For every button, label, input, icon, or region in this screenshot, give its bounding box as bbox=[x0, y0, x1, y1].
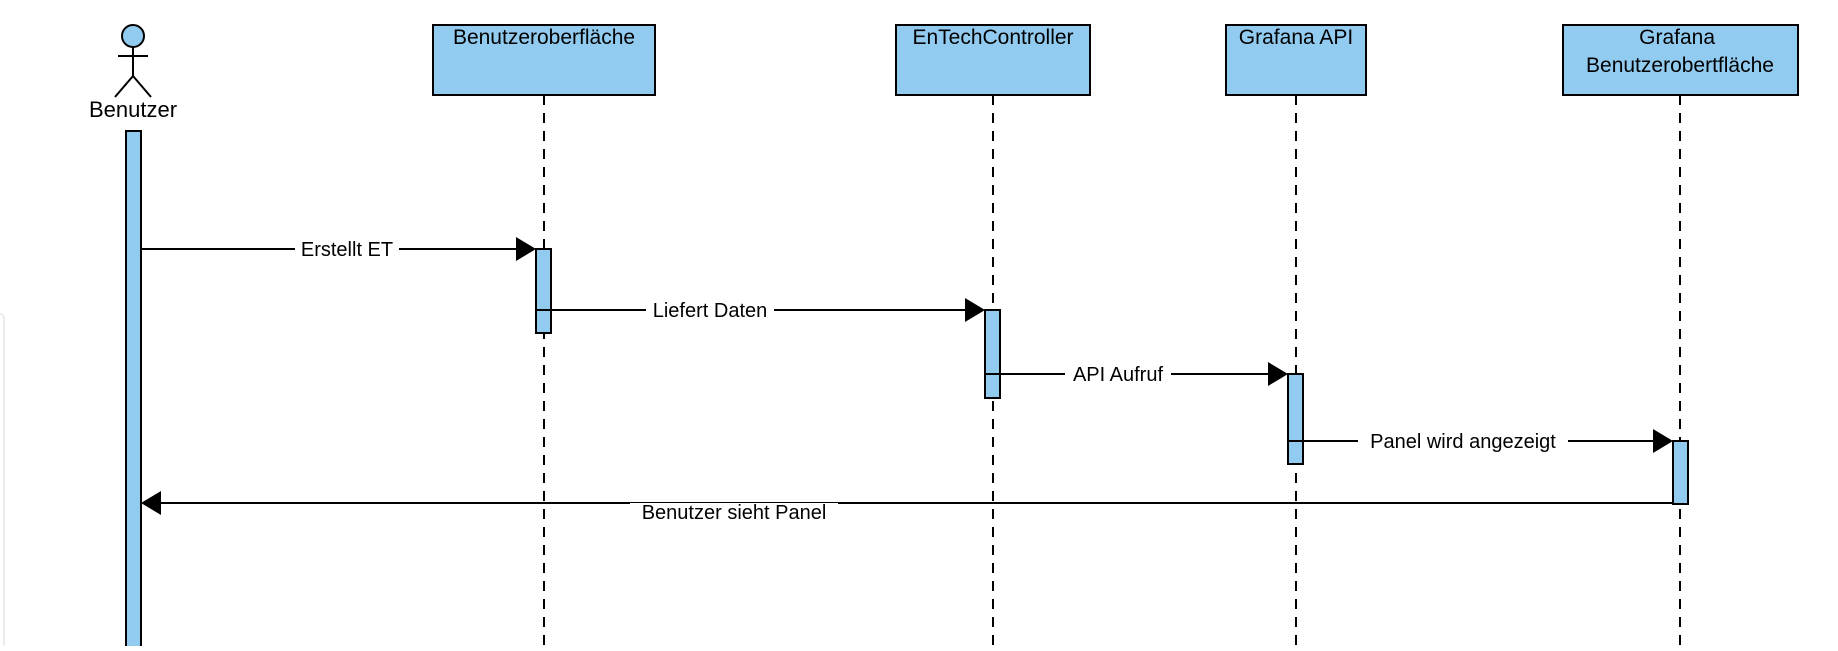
participant-label: Benutzeroberfläche bbox=[453, 26, 635, 49]
participant-box bbox=[895, 24, 1091, 96]
actor-left-leg bbox=[114, 75, 134, 98]
participant-label-line-1: Grafana bbox=[1639, 26, 1715, 49]
participant-benutzeroberflaeche: Benutzeroberfläche bbox=[432, 24, 656, 646]
message-arrowhead bbox=[1268, 362, 1288, 386]
actor-label: Benutzer bbox=[89, 97, 177, 122]
message-label: Liefert Daten bbox=[653, 300, 768, 322]
message-label: Benutzer sieht Panel bbox=[642, 502, 827, 524]
message-label-bg bbox=[1065, 362, 1171, 386]
activation-bar-entechcontroller bbox=[984, 309, 1001, 399]
message-arrowhead bbox=[141, 491, 161, 515]
message-label: Erstellt ET bbox=[301, 239, 393, 261]
message-benutzer-sieht-panel: Benutzer sieht Panel bbox=[141, 491, 1673, 525]
activation-bar-grafana-api bbox=[1287, 373, 1304, 465]
participant-entechcontroller: EnTechController bbox=[895, 24, 1091, 646]
message-label-bg bbox=[630, 503, 838, 525]
message-label: Panel wird angezeigt bbox=[1370, 431, 1556, 453]
message-label-bg bbox=[646, 298, 774, 322]
actor-activation-bar bbox=[125, 130, 142, 651]
participant-box bbox=[432, 24, 656, 96]
participant-label-line-2: Benutzerobertfläche bbox=[1586, 54, 1774, 77]
actor-benutzer: Benutzer bbox=[89, 24, 177, 651]
message-panel-wird-angezeigt: Panel wird angezeigt bbox=[1288, 429, 1673, 453]
participant-box bbox=[1562, 24, 1799, 96]
background-card-edge bbox=[0, 313, 5, 646]
actor-head bbox=[121, 24, 145, 48]
message-arrowhead bbox=[516, 237, 536, 261]
message-arrowhead bbox=[1653, 429, 1673, 453]
message-label-bg bbox=[1358, 429, 1568, 453]
participant-grafana-benutzeroberflaeche: Grafana Benutzerobertfläche bbox=[1562, 24, 1799, 646]
actor-right-leg bbox=[132, 75, 152, 98]
activation-bar-grafana-benutzeroberflaeche bbox=[1672, 440, 1689, 505]
participant-box bbox=[1225, 24, 1367, 96]
message-liefert-daten: Liefert Daten bbox=[536, 298, 985, 322]
message-api-aufruf: API Aufruf bbox=[985, 362, 1288, 386]
participant-grafana-api: Grafana API bbox=[1225, 24, 1367, 646]
message-label-bg bbox=[295, 237, 399, 261]
message-label: API Aufruf bbox=[1073, 364, 1163, 386]
message-erstellt-et: Erstellt ET bbox=[141, 237, 536, 261]
participant-label: EnTechController bbox=[912, 26, 1073, 49]
participant-label: Grafana API bbox=[1239, 26, 1353, 49]
participant-label: Grafana Benutzerobertfläche bbox=[1586, 26, 1774, 77]
activation-bar-benutzeroberflaeche bbox=[535, 248, 552, 334]
message-arrowhead bbox=[965, 298, 985, 322]
